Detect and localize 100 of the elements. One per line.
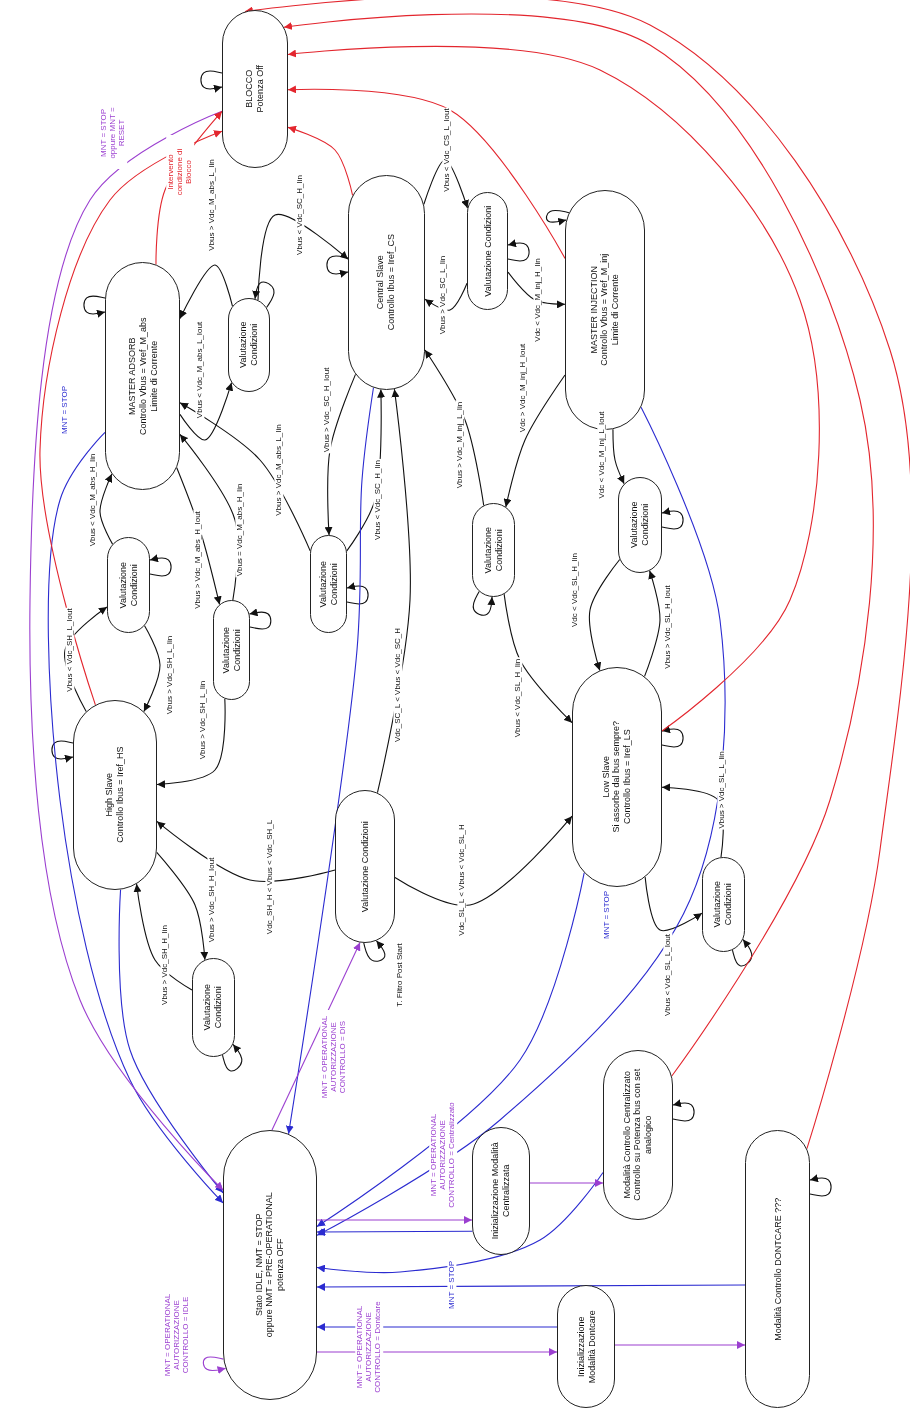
self-loop-arrow [507,239,530,262]
self-loop-arrow [252,281,275,309]
edge-label: Vbus > Vdc_SL_L_Iin [717,750,727,830]
state-title: Valutazione Condizioni [482,525,504,576]
edge-label: Vbus < Vdc_SC_H_Iin [373,459,383,541]
edge-label: Vbus > Vdc_SH_L_Iin [165,634,175,716]
edge-label: Vbus > Vdc_SL_H_Iout [663,584,673,670]
state-title: Inizializzazione Modalità Centralizzata [489,1141,512,1241]
state-title: Inizializzazione Modalità Dontcare [574,1308,597,1385]
self-loop-arrow [545,209,570,226]
edge-label: Vdc_SH_H < Vbus < Vdc_SH_L [265,818,275,936]
transition-arrow [316,1282,746,1291]
state-text: Si assorbe dal bus sempre? [611,720,623,833]
state-title: Valutazione Condizioni [237,320,260,370]
self-loop-arrow [221,1043,243,1072]
state-title: Low Slave [600,755,612,798]
edge-label: Vbus > Vdc_M_abs_L_Iin [274,423,284,517]
edge-label: Vdc_SL_L < Vbus < Vdc_SL_H [457,823,467,937]
self-loop-arrow [363,940,386,962]
state-box [213,600,250,700]
self-loop-arrow [149,554,172,577]
transition-arrow [644,876,703,932]
transition-arrow [156,820,336,882]
state-box [472,1127,530,1255]
state-box [222,10,288,168]
state-title: Valutazione Condizioni [481,205,493,297]
edge-label: Vbus > Vdc_M_abs_H_Iout [193,510,203,610]
edge-label: Vbus > Vdc_M_abs_L_Iin [207,158,217,252]
transition-arrow [156,698,226,789]
state-title: High Slave [103,772,115,817]
state-text: Controllo Vbus = Vref_M_abs [136,316,148,435]
self-loop-arrow [672,1099,695,1122]
state-title: Valutazione Condizioni [712,880,734,930]
transition-arrow [503,593,573,724]
transition-arrow [588,558,621,671]
edge-label: Vbus > Vdc_SH_H_Iin [160,924,170,1006]
transition-arrow [29,110,224,1191]
state-box [472,503,515,597]
state-title: Modalità Controllo Centralizzato Controllo su Potenza bus con set analogico [621,1067,654,1203]
state-box [572,667,662,887]
state-title: Stato IDLE, NMT = STOP [253,1213,265,1316]
state-box [73,700,157,890]
self-loop-arrow [661,507,684,530]
transition-arrow [316,406,726,1236]
transition-arrow [394,815,573,906]
transition-arrow [271,942,361,1131]
transition-arrow [133,883,193,991]
edge-label: MNT = STOP [447,1260,457,1310]
state-text: Controllo Ibus = Iref_HS [114,746,126,843]
state-text: Controllo Ibus = Iref_LS [622,729,633,825]
self-loop-arrow [661,725,684,748]
state-title: BLOCCO [243,69,255,108]
edge-label: Vbus < Vdc_CS_L_Iout [442,107,452,193]
self-loop-arrow [809,1174,832,1197]
edge-label: Vbus < Vdc_SL_H_Iin [513,657,523,739]
transition-arrow [316,872,585,1227]
transition-arrow [614,1341,746,1349]
transition-arrow [424,282,468,311]
state-title: Modalità Controllo DONTCARE ??? [771,1197,783,1341]
transition-arrow [118,889,224,1194]
state-text: Controllo Ibus = Iref_CS [386,234,397,331]
edge-label: Vbus < Vdc_SL_L_Iout [663,932,673,1018]
transition-arrow [507,271,566,309]
transition-arrow [612,428,625,485]
transition-arrow [283,13,874,1077]
state-title: Valutazione Condizioni [220,625,242,676]
edge-label: Vbus > Vdc_SH_L_Iin [198,679,208,761]
transition-arrow [324,373,357,536]
edge-label: Vbus < Vdc_SC_H_Iin [295,174,305,256]
state-box [618,477,662,573]
self-loop-arrow [346,582,369,605]
transition-arrow [287,45,820,732]
state-box [192,958,235,1057]
self-loop-arrow [202,1356,227,1375]
edge-label: Vdc < Vdc_M_inj_H_Iin [533,257,543,343]
transition-arrow [99,473,114,545]
state-box [310,535,347,633]
edge-label: Vbus < Vdc_SH_L_Iout [65,607,75,693]
state-box [107,537,150,633]
state-text: Limite di Corrente [610,274,621,346]
transition-arrow [287,125,354,196]
transition-arrow [179,264,233,320]
state-box [702,857,745,952]
state-title: Valutazione Condizioni [117,560,139,611]
state-box [557,1285,615,1408]
edge-label: Vdc_SC_L < Vbus < Vdc_SC_H [393,627,403,743]
state-text: Potenza Off [254,65,266,113]
transition-arrow [316,1216,473,1224]
edge-label: Vbus > Vdc_SC_L_Iin [438,254,448,336]
self-loop-arrow [731,939,753,967]
transition-arrow [316,1171,604,1274]
edge-label: Vdc < Vdc_SL_H_Iin [570,552,580,628]
edge-label: Vbus = Vdc_M_abs_H_Iin [235,482,245,578]
self-loop-arrow [472,591,496,616]
transition-arrow [316,1227,474,1236]
transition-arrow [179,382,234,441]
transition-arrow [257,213,349,301]
edge-label: Vbus > Vdc_M_inj_L_Iin [455,400,465,490]
self-loop-arrow [83,295,106,318]
transition-arrow [287,85,566,259]
